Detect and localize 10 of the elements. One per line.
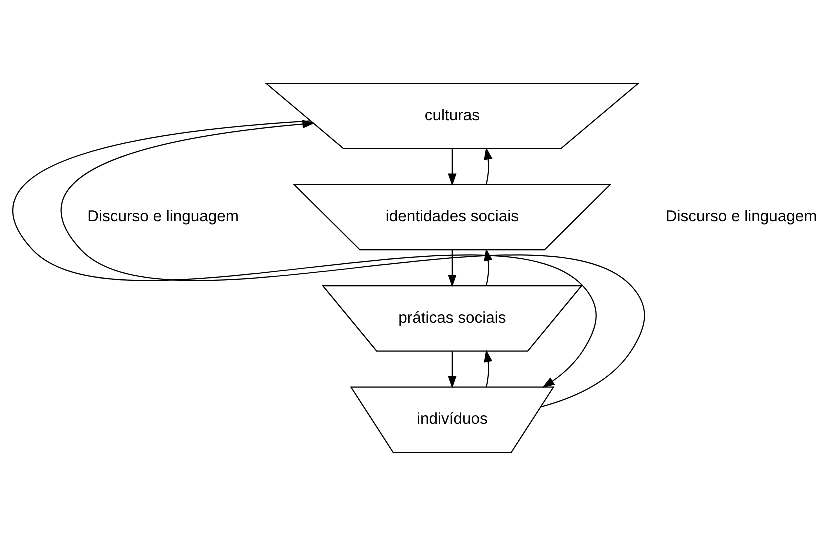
- arrow: [448, 148, 457, 186]
- arrow: [62, 120, 646, 408]
- arrow: [448, 351, 457, 388]
- label: Discurso e linguagem: [88, 208, 240, 226]
- arrow: [484, 349, 493, 387]
- arrow: [448, 250, 457, 287]
- label: Discurso e linguagem: [666, 208, 818, 226]
- arrow: [484, 146, 493, 184]
- arrow: [484, 248, 493, 286]
- arrow: [14, 120, 597, 388]
